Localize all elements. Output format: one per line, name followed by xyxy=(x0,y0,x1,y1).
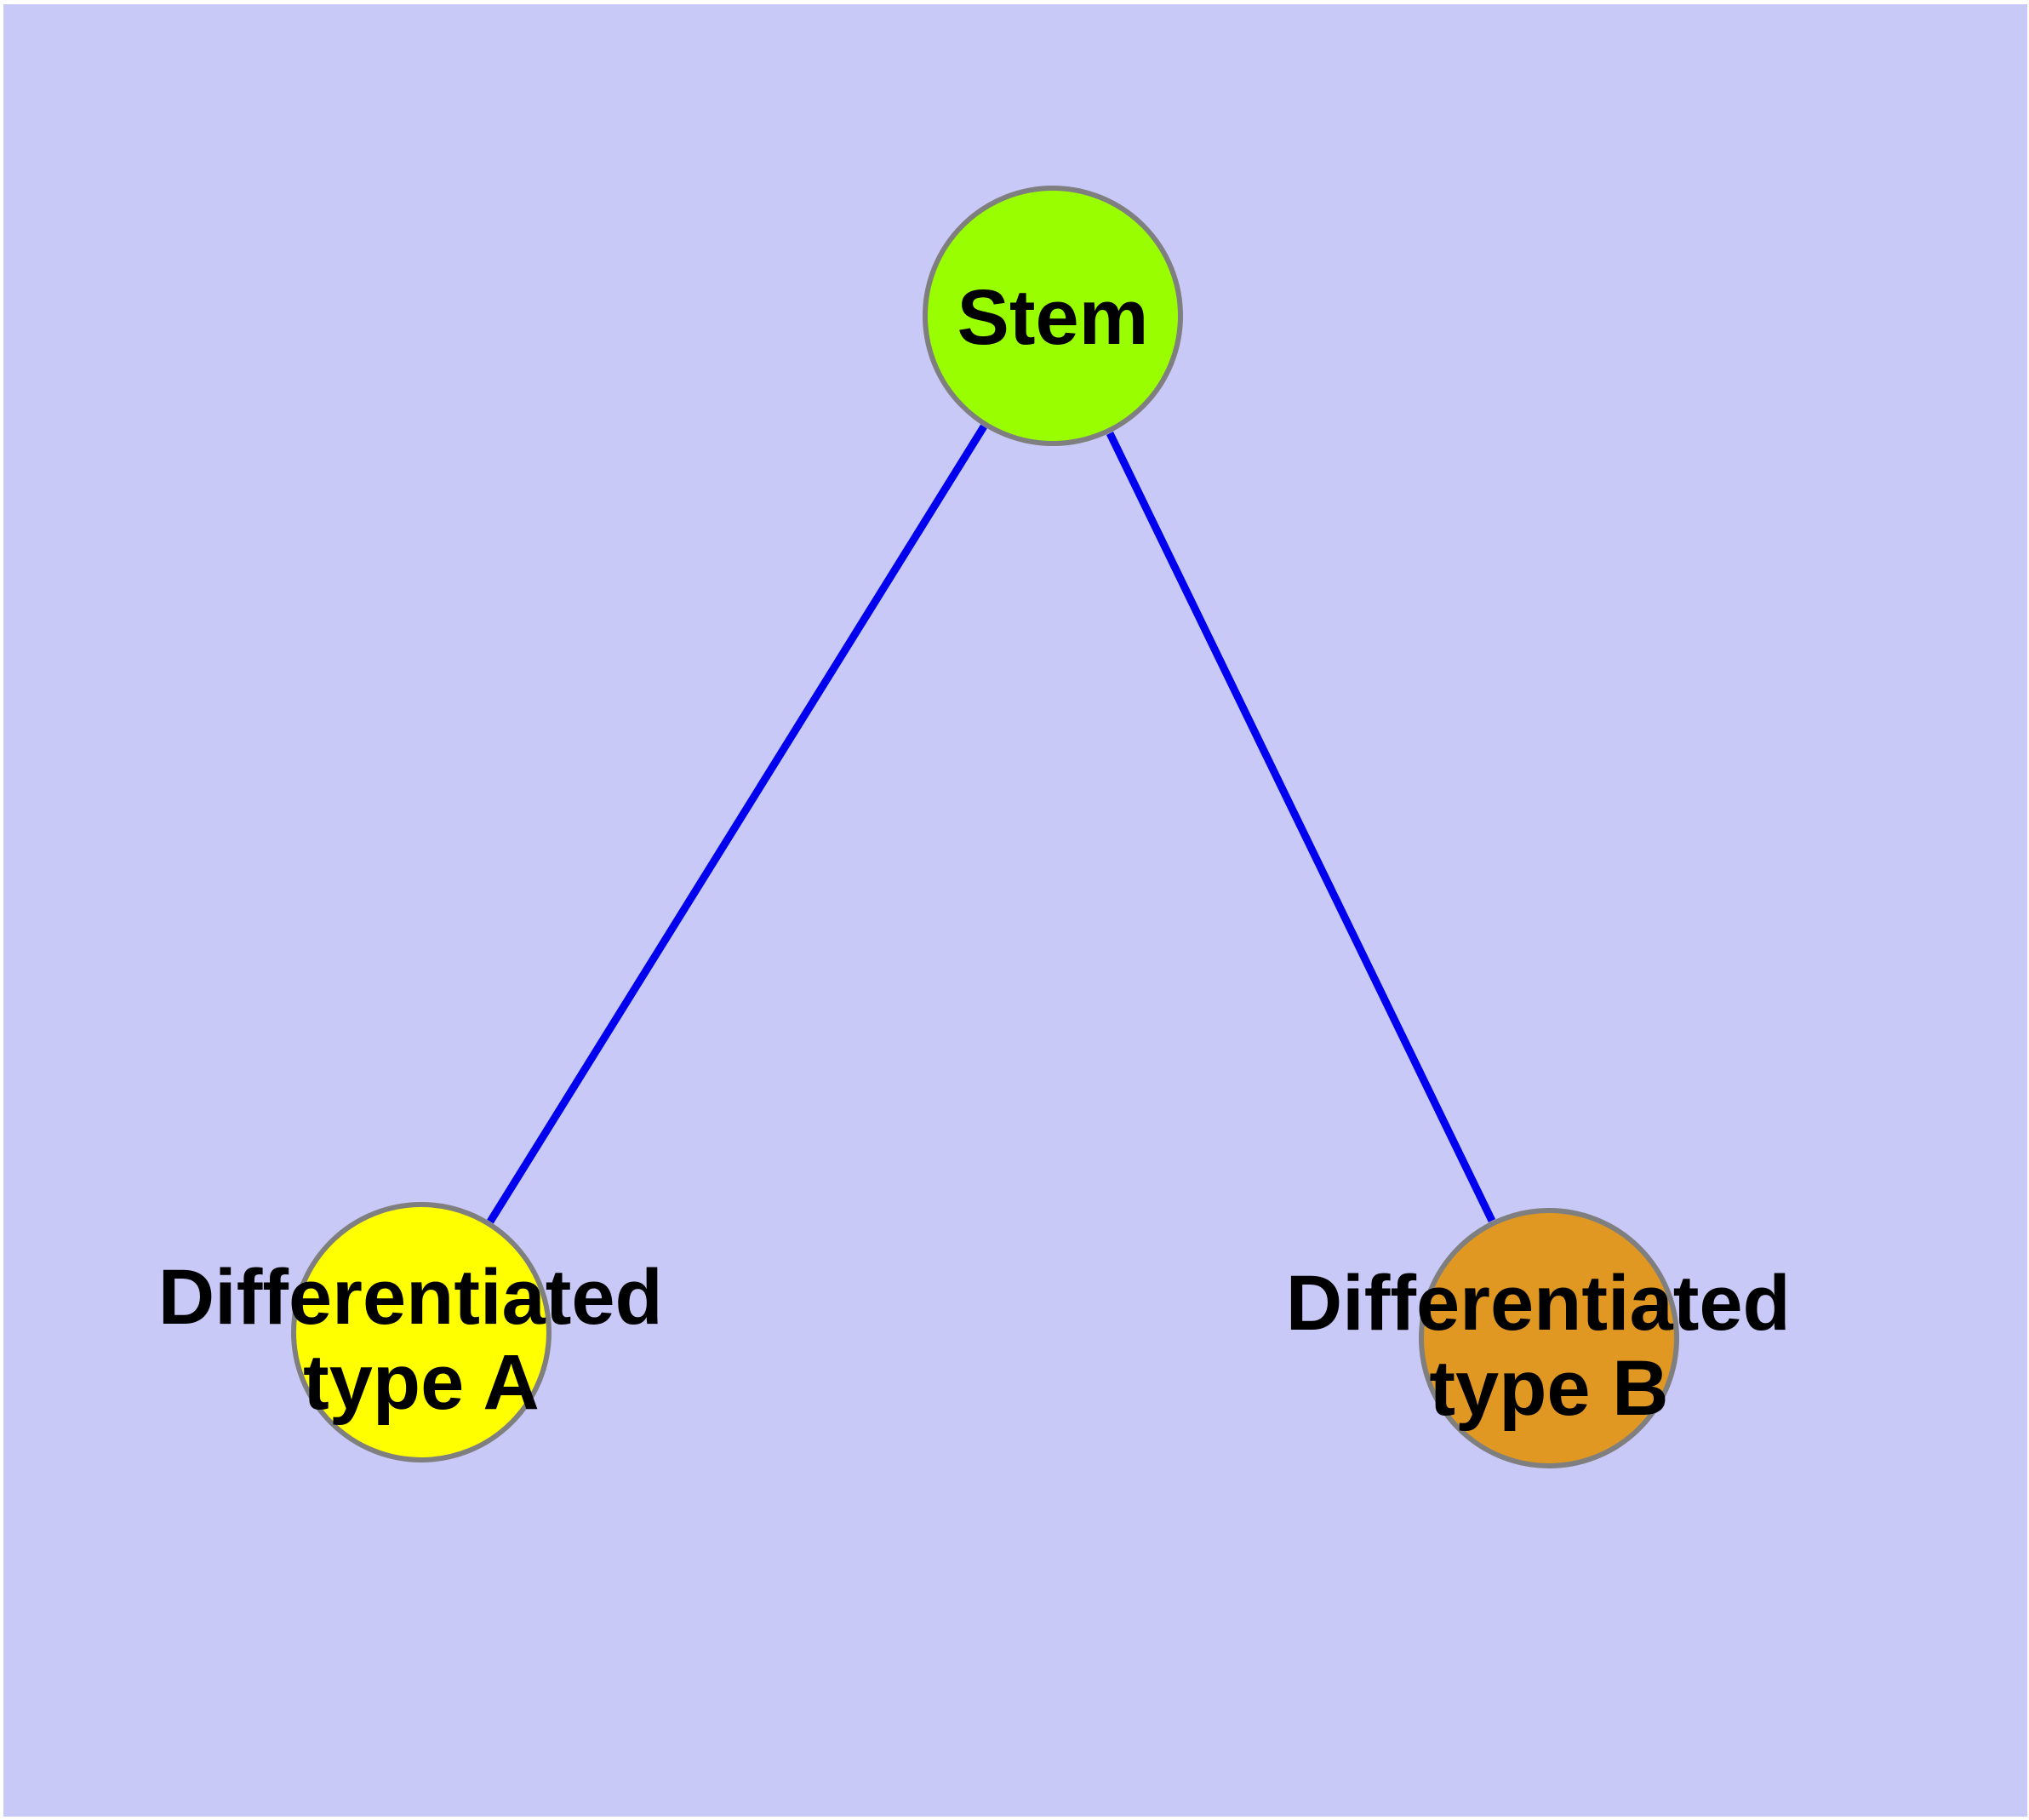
node-differentiated-type-a-label-line2: type A xyxy=(303,1339,540,1426)
edges xyxy=(487,424,1496,1224)
edge-stem-to-type-a xyxy=(487,424,987,1224)
node-differentiated-type-a-label: Differentiated type A xyxy=(158,1254,685,1426)
node-differentiated-type-b: Differentiated type B xyxy=(1286,1208,1813,1468)
node-differentiated-type-b-label-line1: Differentiated xyxy=(1286,1260,1791,1347)
node-stem: Stem xyxy=(923,186,1183,446)
node-differentiated-type-b-circle xyxy=(1419,1208,1679,1468)
node-differentiated-type-a: Differentiated type A xyxy=(158,1202,685,1462)
edge-stem-to-type-b xyxy=(1106,432,1496,1222)
node-stem-label: Stem xyxy=(957,274,1149,361)
node-stem-label-line1: Stem xyxy=(957,274,1149,361)
node-differentiated-type-a-circle xyxy=(291,1202,552,1462)
node-differentiated-type-a-label-line1: Differentiated xyxy=(158,1254,663,1341)
node-differentiated-type-b-label-line2: type B xyxy=(1429,1345,1668,1432)
node-differentiated-type-b-label: Differentiated type B xyxy=(1286,1260,1813,1432)
node-stem-circle xyxy=(923,186,1183,446)
